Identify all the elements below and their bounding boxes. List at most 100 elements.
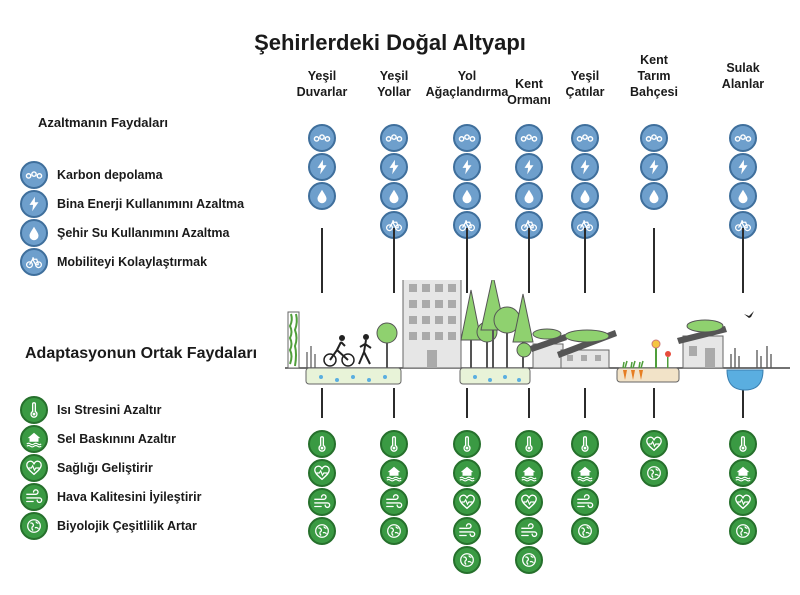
column-connector-line	[584, 228, 586, 293]
column-label: Yol Ağaçlandırma	[425, 69, 509, 99]
carbon-icon	[729, 124, 757, 152]
biodiversity-icon	[308, 517, 336, 545]
legend-item: Hava Kalitesini İyileştirir	[20, 483, 202, 511]
column-connector-line	[466, 388, 468, 418]
legend-item: Isı Stresini Azaltır	[20, 396, 161, 424]
column-connector-line	[393, 228, 395, 293]
green-road-illustration	[305, 322, 402, 385]
water-icon	[571, 182, 599, 210]
column-label: Sulak Alanlar	[721, 61, 765, 91]
carbon-icon	[453, 124, 481, 152]
energy-icon	[453, 153, 481, 181]
legend-item: Şehir Su Kullanımını Azaltma	[20, 219, 230, 247]
legend-item: Bina Enerji Kullanımını Azaltma	[20, 190, 244, 218]
health-icon	[453, 488, 481, 516]
column-label: Yeşil Yollar	[377, 69, 411, 99]
legend-item: Sağlığı Geliştirir	[20, 454, 153, 482]
biodiversity-icon	[453, 546, 481, 574]
carbon-icon	[571, 124, 599, 152]
column-connector-line	[528, 388, 530, 418]
city-scene-illustration	[285, 280, 790, 391]
health-icon	[640, 430, 668, 458]
biodiversity-icon	[571, 517, 599, 545]
heat-icon	[515, 430, 543, 458]
water-icon	[640, 182, 668, 210]
column-connector-line	[584, 388, 586, 418]
health-icon	[20, 454, 48, 482]
heat-icon	[20, 396, 48, 424]
legend-item: Biyolojik Çeşitlilik Artar	[20, 512, 197, 540]
column-connector-line	[528, 228, 530, 293]
biodiversity-icon	[515, 546, 543, 574]
health-icon	[308, 459, 336, 487]
water-icon	[308, 182, 336, 210]
air-icon	[453, 517, 481, 545]
water-icon	[729, 182, 757, 210]
urban-farm-illustration	[616, 339, 680, 383]
energy-icon	[515, 153, 543, 181]
water-icon	[380, 182, 408, 210]
heat-icon	[571, 430, 599, 458]
legend-item-label: Karbon depolama	[57, 168, 163, 182]
page-title: Şehirlerdeki Doğal Altyapı	[254, 30, 526, 55]
carbon-icon	[380, 124, 408, 152]
column-connector-line	[742, 228, 744, 293]
green-roof-house-illustration	[677, 319, 727, 369]
air-icon	[515, 517, 543, 545]
column-connector-line	[393, 388, 395, 418]
flood-icon	[571, 459, 599, 487]
mitigation-section-title: Azaltmanın Faydaları	[38, 115, 169, 130]
carbon-icon	[515, 124, 543, 152]
air-icon	[571, 488, 599, 516]
column-label: Kent Tarım Bahçesi	[630, 53, 678, 99]
column-connector-line	[321, 388, 323, 418]
legend-item-label: Sağlığı Geliştirir	[57, 461, 153, 475]
legend-item-label: Bina Enerji Kullanımını Azaltma	[57, 197, 245, 211]
column-connector-line	[321, 228, 323, 293]
mobility-icon	[20, 248, 48, 276]
flood-icon	[515, 459, 543, 487]
water-icon	[20, 219, 48, 247]
air-icon	[380, 488, 408, 516]
legend-item-label: Isı Stresini Azaltır	[57, 403, 162, 417]
legend-item: Mobiliteyi Kolaylaştırmak	[20, 248, 207, 276]
air-icon	[308, 488, 336, 516]
biodiversity-icon	[729, 517, 757, 545]
heat-icon	[380, 430, 408, 458]
office-building-illustration	[402, 280, 462, 369]
column-label: Yeşil Çatılar	[565, 69, 605, 99]
health-icon	[729, 488, 757, 516]
health-icon	[515, 488, 543, 516]
green-wall-illustration	[287, 311, 316, 369]
carbon-icon	[308, 124, 336, 152]
column-connector-line	[742, 388, 744, 418]
energy-icon	[640, 153, 668, 181]
air-icon	[20, 483, 48, 511]
legend-item-label: Hava Kalitesini İyileştirir	[57, 490, 202, 504]
legend-item-label: Şehir Su Kullanımını Azaltma	[57, 226, 230, 240]
column-connector-line	[653, 228, 655, 293]
energy-icon	[308, 153, 336, 181]
water-icon	[453, 182, 481, 210]
adaptation-section-title: Adaptasyonun Ortak Faydaları	[25, 345, 258, 362]
carbon-icon	[20, 161, 48, 189]
energy-icon	[729, 153, 757, 181]
flood-icon	[729, 459, 757, 487]
water-icon	[515, 182, 543, 210]
energy-icon	[380, 153, 408, 181]
biodiversity-icon	[20, 512, 48, 540]
column-connector-line	[466, 228, 468, 293]
wetland-illustration	[726, 311, 772, 391]
carbon-icon	[640, 124, 668, 152]
flood-icon	[453, 459, 481, 487]
legend-item-label: Mobiliteyi Kolaylaştırmak	[57, 255, 208, 269]
flood-icon	[20, 425, 48, 453]
heat-icon	[453, 430, 481, 458]
heat-icon	[308, 430, 336, 458]
legend-item: Karbon depolama	[20, 161, 163, 189]
column-label: Yeşil Duvarlar	[296, 69, 348, 99]
energy-icon	[20, 190, 48, 218]
green-roofs-illustration	[530, 328, 617, 369]
legend-item-label: Biyolojik Çeşitlilik Artar	[57, 519, 197, 533]
legend-item: Sel Baskınını Azaltır	[20, 425, 176, 453]
